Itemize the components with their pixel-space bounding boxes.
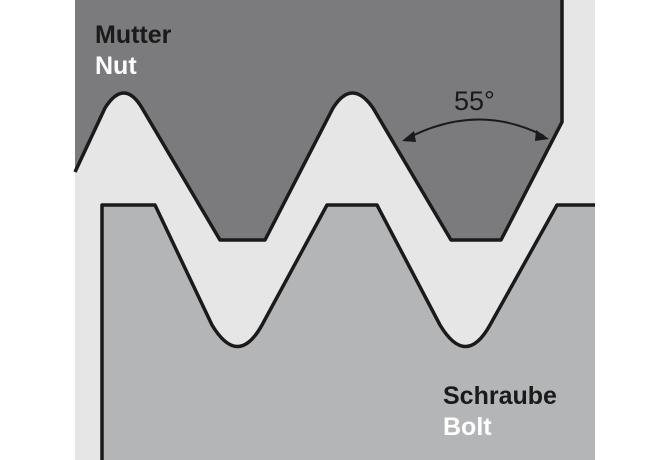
bolt-thread-outline bbox=[100, 203, 595, 460]
angle-label: 55° bbox=[454, 86, 495, 116]
angle-arrowhead-left bbox=[402, 131, 416, 142]
angle-arrowhead-right bbox=[535, 130, 549, 141]
bolt-label-en: Bolt bbox=[443, 413, 492, 441]
nut-body bbox=[75, 0, 562, 240]
bolt-label-de: Schraube bbox=[443, 382, 557, 410]
angle-arc bbox=[407, 118, 545, 139]
nut-label-en: Nut bbox=[95, 52, 137, 80]
nut-thread-outline bbox=[73, 0, 564, 242]
flank-angle-indicator bbox=[402, 118, 549, 142]
nut-label-de: Mutter bbox=[95, 21, 172, 49]
bolt-body bbox=[102, 205, 595, 460]
